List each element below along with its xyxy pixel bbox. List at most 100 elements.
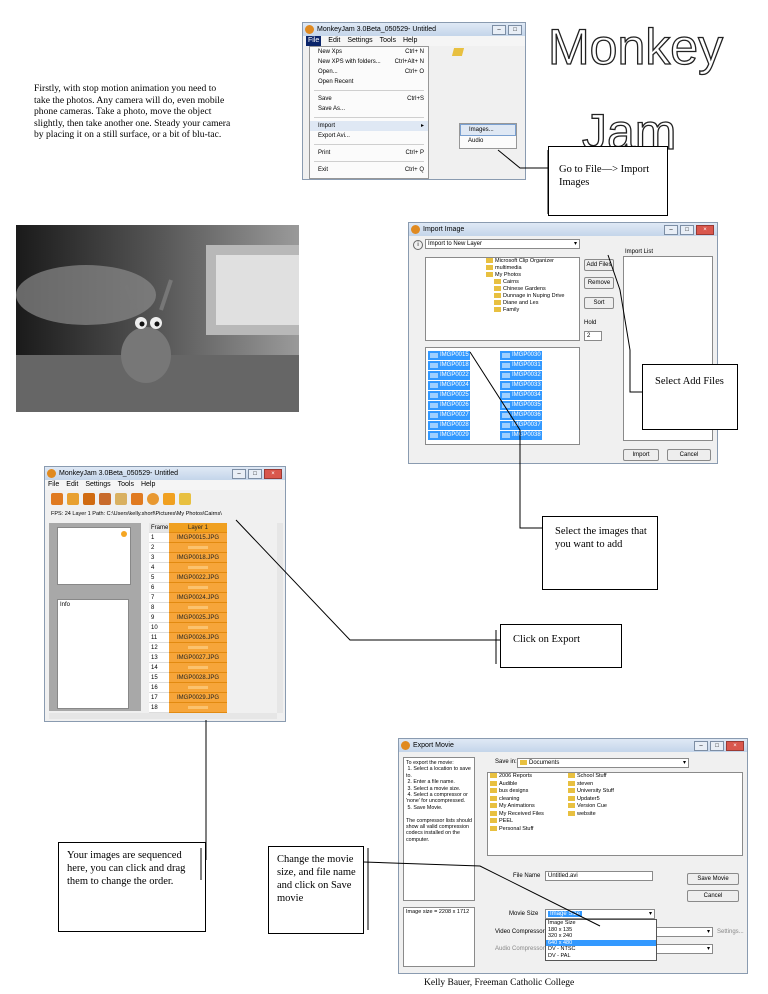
file-item[interactable]: IMGP0025 <box>428 391 470 400</box>
menu-tools[interactable]: Tools <box>379 37 396 44</box>
save-icon[interactable] <box>83 493 95 505</box>
cancel-button[interactable]: Cancel <box>687 890 739 902</box>
close-icon[interactable]: × <box>726 741 744 751</box>
close-icon[interactable]: × <box>696 225 714 235</box>
open-folder-icon[interactable] <box>451 48 465 56</box>
folder-item[interactable]: website <box>568 811 648 819</box>
frame-cell[interactable]: IMGP0024.JPG <box>169 593 227 603</box>
size-option[interactable]: DV - NTSC <box>548 946 576 953</box>
frame-row[interactable]: 6 <box>149 583 229 593</box>
maximize-icon[interactable]: □ <box>710 741 724 751</box>
menu-item-import[interactable]: Import▸ <box>310 121 428 131</box>
frame-cell[interactable] <box>169 603 227 613</box>
frame-row[interactable]: 10 <box>149 623 229 633</box>
file-item[interactable]: IMGP0018 <box>428 361 470 370</box>
tree-item[interactable]: Family <box>486 307 579 314</box>
menu-item-new-xps-folders[interactable]: New XPS with folders...Ctrl+Alt+ N <box>318 59 424 65</box>
file-item[interactable]: IMGP0026 <box>428 401 470 410</box>
sort-button[interactable]: Sort <box>584 297 614 309</box>
folder-item[interactable]: steven <box>568 781 648 789</box>
maximize-icon[interactable]: □ <box>248 469 262 479</box>
preview-icon[interactable] <box>147 493 159 505</box>
close-icon[interactable]: × <box>264 469 282 479</box>
frame-row[interactable]: 8 <box>149 603 229 613</box>
minimize-icon[interactable]: – <box>664 225 678 235</box>
folder-tree[interactable]: Microsoft Clip Organizer multimedia My P… <box>425 257 580 341</box>
menu-edit[interactable]: Edit <box>328 37 341 44</box>
save-movie-button[interactable]: Save Movie <box>687 873 739 885</box>
file-item[interactable]: IMGP0029 <box>428 431 470 440</box>
file-item[interactable]: IMGP0036 <box>500 411 542 420</box>
size-option[interactable]: Image Size <box>548 920 576 926</box>
file-item[interactable]: IMGP0028 <box>428 421 470 430</box>
frame-cell[interactable]: IMGP0015.JPG <box>169 533 227 543</box>
file-item[interactable]: IMGP0032 <box>500 371 542 380</box>
paste-icon[interactable] <box>115 493 127 505</box>
size-option[interactable]: 640 x 480 <box>546 939 656 947</box>
file-item[interactable]: IMGP0035 <box>500 401 542 410</box>
frame-row[interactable]: 12 <box>149 643 229 653</box>
frame-row[interactable]: 14 <box>149 663 229 673</box>
folder-item[interactable]: University Stuff <box>568 788 648 796</box>
menu-edit[interactable]: Edit <box>66 481 79 488</box>
menu-tools[interactable]: Tools <box>117 481 134 488</box>
new-xps-icon[interactable] <box>51 493 63 505</box>
remove-button[interactable]: Remove <box>584 277 614 289</box>
file-item[interactable]: IMGP0030 <box>500 351 542 360</box>
frame-cell[interactable]: IMGP0029.JPG <box>169 693 227 703</box>
horizontal-scrollbar[interactable] <box>49 713 277 719</box>
movie-size-select[interactable]: Image Size▾ <box>545 909 655 919</box>
minimize-icon[interactable]: – <box>694 741 708 751</box>
minimize-icon[interactable]: – <box>492 25 506 35</box>
tree-item[interactable]: Diane and Les <box>486 300 579 307</box>
frame-cell[interactable] <box>169 703 227 713</box>
frame-row[interactable]: 4 <box>149 563 229 573</box>
folder-item[interactable]: School Stuff <box>568 773 648 781</box>
size-option[interactable]: DV - PAL <box>548 952 571 959</box>
file-item[interactable]: IMGP0038 <box>500 431 542 440</box>
menu-settings[interactable]: Settings <box>85 481 111 488</box>
size-option[interactable]: 180 x 135 <box>548 926 573 933</box>
frame-cell[interactable] <box>169 683 227 693</box>
layer-icon[interactable] <box>163 493 175 505</box>
menu-item-open[interactable]: Open...Ctrl+ O <box>318 69 424 75</box>
frame-cell[interactable] <box>169 643 227 653</box>
menu-help[interactable]: Help <box>402 37 418 44</box>
file-item[interactable]: IMGP0022 <box>428 371 470 380</box>
maximize-icon[interactable]: □ <box>680 225 694 235</box>
hold-input[interactable]: 2 <box>584 331 602 341</box>
menu-file[interactable]: File <box>306 36 322 46</box>
cancel-button[interactable]: Cancel <box>667 449 711 461</box>
file-item[interactable]: IMGP0033 <box>500 381 542 390</box>
minimize-icon[interactable]: – <box>232 469 246 479</box>
capture-icon[interactable] <box>99 493 111 505</box>
play-icon[interactable] <box>131 493 143 505</box>
folder-icon[interactable] <box>179 493 191 505</box>
size-option[interactable]: 320 x 240 <box>548 933 573 940</box>
frame-row[interactable]: 16 <box>149 683 229 693</box>
folder-item[interactable]: Personal Stuff <box>490 826 556 834</box>
maximize-icon[interactable]: □ <box>508 25 522 35</box>
frame-cell[interactable]: IMGP0027.JPG <box>169 653 227 663</box>
tree-item[interactable]: Microsoft Clip Organizer <box>486 258 579 265</box>
frame-cell[interactable] <box>169 663 227 673</box>
tree-item[interactable]: Chinese Gardens <box>486 286 579 293</box>
tree-item[interactable]: My Photos <box>486 272 579 279</box>
folder-item[interactable]: bus designs <box>490 788 556 796</box>
import-mode-select[interactable]: Import to New Layer▾ <box>425 239 580 249</box>
file-item[interactable]: IMGP0031 <box>500 361 542 370</box>
